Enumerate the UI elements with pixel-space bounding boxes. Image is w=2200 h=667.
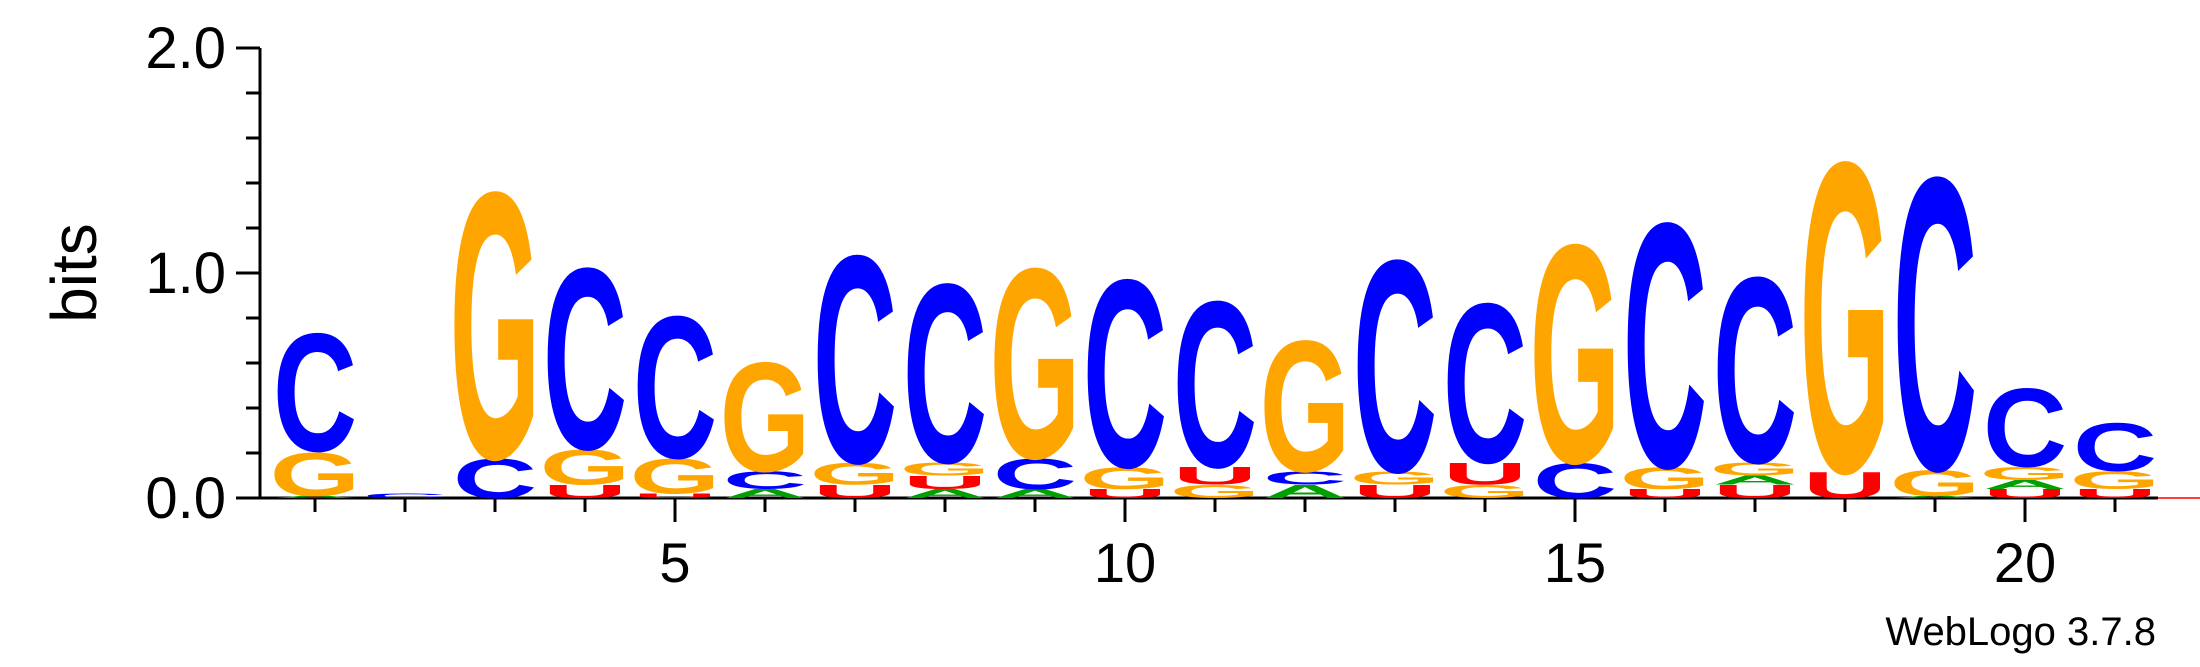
logo-letter-g-pos-19: G xyxy=(1890,462,1981,504)
logo-letter-c-pos-7: C xyxy=(813,193,897,525)
y-tick-label: 2.0 xyxy=(145,16,226,81)
logo-letter-g-pos-8: G xyxy=(900,458,991,479)
logo-letter-u-pos-11: U xyxy=(1173,462,1257,490)
logo-letter-a-pos-20: A xyxy=(1983,478,2067,492)
logo-letter-g-pos-16: G xyxy=(1620,461,1711,496)
logo-letter-u-pos-8: U xyxy=(903,472,987,493)
x-tick-label: 15 xyxy=(1544,531,1606,594)
logo-letter-u-pos-7: U xyxy=(813,481,897,502)
logo-letter-c-pos-11: C xyxy=(1173,252,1257,517)
logo-letter-g-pos-20: G xyxy=(1980,463,2071,484)
logo-letter-c-pos-19: C xyxy=(1893,91,1977,558)
logo-letter-c-pos-5: C xyxy=(633,275,717,502)
logo-letter-g-pos-12: G xyxy=(1260,303,1351,512)
logo-letter-c-pos-1: C xyxy=(273,298,357,486)
logo-letter-g-pos-9: G xyxy=(990,213,1081,516)
logo-letter-c-pos-16: C xyxy=(1623,151,1707,541)
logo-letter-u-pos-20: U xyxy=(1983,487,2067,501)
logo-letter-c-pos-6: C xyxy=(723,466,807,494)
logo-letter-g-pos-11: G xyxy=(1170,481,1261,502)
y-tick-label: 0.0 xyxy=(145,466,226,531)
weblogo-credit: WebLogo 3.7.8 xyxy=(1885,610,2156,654)
logo-letter-u-pos-5: U xyxy=(633,492,717,499)
logo-letter-c-pos-9: C xyxy=(993,449,1077,498)
logo-letter-g-pos-18: G xyxy=(1800,69,1891,565)
logo-letter-g-pos-4: G xyxy=(540,440,631,496)
logo-letter-u-pos-14: U xyxy=(1443,457,1527,492)
logo-letter-c-pos-10: C xyxy=(1083,223,1167,524)
logo-letter-g-pos-5: G xyxy=(630,449,721,505)
y-axis-label: bits xyxy=(38,223,110,323)
logo-letter-u-pos-10: U xyxy=(1083,487,1167,501)
logo-letter-a-pos-17: A xyxy=(1713,473,1797,487)
logo-letter-u-pos-18: U xyxy=(1803,465,1887,507)
logo-letter-u-pos-21: U xyxy=(2073,487,2157,501)
logo-letter-c-pos-12: C xyxy=(1263,467,1347,488)
logo-letter-a-pos-12: A xyxy=(1263,481,1347,502)
logo-letter-c-pos-21: C xyxy=(2073,409,2157,486)
logo-letter-g-pos-13: G xyxy=(1350,467,1441,488)
logo-letter-u-pos-17: U xyxy=(1713,481,1797,502)
logo-letter-c-pos-8: C xyxy=(903,232,987,518)
y-ticks: 0.0 1.0 2.0 xyxy=(145,16,260,531)
logo-letter-a-pos-1: A xyxy=(273,495,357,498)
logo-letter-u-pos-4: U xyxy=(543,481,627,502)
logo-letter-c-pos-2: C xyxy=(363,492,447,499)
axes: bits xyxy=(38,48,2200,500)
x-ticks: 5 10 15 20 xyxy=(313,498,2117,594)
logo-letter-u-pos-13: U xyxy=(1353,481,1437,502)
logo-letter-g-pos-21: G xyxy=(2070,466,2161,494)
logo-letter-a-pos-9: A xyxy=(993,487,1077,501)
logo-letter-g-pos-7: G xyxy=(810,457,901,492)
logo-letter-u-pos-16: U xyxy=(1623,487,1707,501)
logo-letter-g-pos-17: G xyxy=(1710,458,1801,479)
logo-letter-g-pos-10: G xyxy=(1080,461,1171,496)
logo-letter-g-pos-1: G xyxy=(270,439,361,509)
logo-letter-c-pos-4: C xyxy=(543,214,627,504)
x-tick-label: 10 xyxy=(1094,531,1156,594)
logo-letter-g-pos-3: G xyxy=(450,113,541,539)
logo-letter-a-pos-6: A xyxy=(723,487,807,501)
x-tick-label: 20 xyxy=(1994,531,2056,594)
logo-letter-g-pos-6: G xyxy=(720,330,811,505)
logo-letter-c-pos-3: C xyxy=(453,448,537,511)
y-tick-label: 1.0 xyxy=(145,241,226,306)
x-tick-label: 5 xyxy=(659,531,690,594)
logo-letter-c-pos-20: C xyxy=(1983,365,2067,491)
logo-letter-c-pos-15: C xyxy=(1533,453,1617,509)
logo-letter-g-pos-14: G xyxy=(1440,481,1531,502)
logo-letter-a-pos-19: A xyxy=(1893,495,1977,498)
logo-letter-c-pos-14: C xyxy=(1443,257,1527,511)
logo-letter-c-pos-13: C xyxy=(1353,196,1437,535)
logo-letter-g-pos-15: G xyxy=(1530,178,1621,528)
logo-letter-a-pos-8: A xyxy=(903,487,987,501)
logo-letter-c-pos-17: C xyxy=(1713,222,1797,519)
